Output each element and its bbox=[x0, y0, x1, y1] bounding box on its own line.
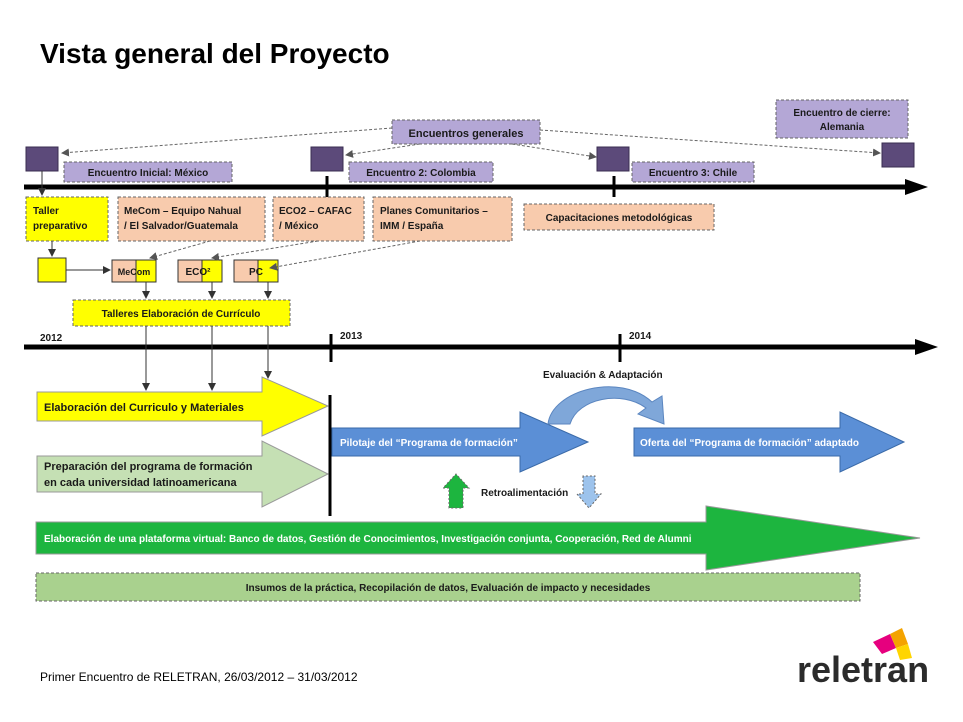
oferta-label: Oferta del “Programa de formación” adapt… bbox=[640, 438, 859, 449]
insumos-label: Insumos de la práctica, Recopilación de … bbox=[246, 583, 651, 594]
small-yellow-box bbox=[37, 257, 67, 283]
pilotaje-label: Pilotaje del “Programa de formación” bbox=[340, 438, 518, 449]
year-2014: 2014 bbox=[629, 331, 652, 342]
page-title: Vista general del Proyecto bbox=[40, 38, 390, 69]
retro-label: Retroalimentación bbox=[481, 488, 568, 499]
meeting-1-label: Encuentro Inicial: México bbox=[88, 168, 209, 179]
closing-meeting-line2: Alemania bbox=[820, 122, 865, 133]
year-2012: 2012 bbox=[40, 333, 63, 344]
connector-general-m1 bbox=[61, 127, 393, 157]
preparacion-line1: Preparación del programa de formación bbox=[44, 461, 253, 473]
planes-box bbox=[372, 196, 513, 242]
plataforma-arrow bbox=[35, 505, 921, 571]
plataforma-label: Elaboración de una plataforma virtual: B… bbox=[44, 534, 692, 545]
talleres-label: Talleres Elaboración de Currículo bbox=[102, 309, 261, 320]
capacitaciones-label: Capacitaciones metodológicas bbox=[546, 213, 693, 224]
mecom-line2: / El Salvador/Guatemala bbox=[124, 221, 238, 232]
eco2-box bbox=[272, 196, 365, 242]
logo-pink-shape bbox=[873, 634, 896, 654]
meeting-2-label: Encuentro 2: Colombia bbox=[366, 168, 476, 179]
planes-line1: Planes Comunitarios – bbox=[380, 206, 488, 217]
eco2-line1: ECO2 – CAFAC bbox=[279, 206, 352, 217]
encuentros-generales-box bbox=[391, 119, 541, 145]
taller-line1: Taller bbox=[33, 206, 59, 217]
connector-general-m3 bbox=[511, 143, 597, 160]
logo-orange-shape bbox=[890, 628, 908, 648]
taller-preparativo-box bbox=[25, 196, 109, 242]
connector-planes-small bbox=[269, 240, 421, 271]
eco2-line2: / México bbox=[279, 221, 318, 232]
mecom-line1: MeCom – Equipo Nahual bbox=[124, 206, 241, 217]
meeting-2-box bbox=[348, 161, 494, 183]
reletran-logo: reletran bbox=[797, 628, 929, 690]
evaluacion-label: Evaluación & Adaptación bbox=[543, 370, 663, 381]
year-2013: 2013 bbox=[340, 331, 363, 342]
elaboracion-label: Elaboración del Curriculo y Materiales bbox=[44, 402, 244, 414]
elaboracion-arrow bbox=[36, 376, 330, 437]
planes-line2: IMM / España bbox=[380, 221, 444, 232]
insumos-box bbox=[35, 572, 861, 602]
evaluacion-curved-arrow bbox=[547, 386, 665, 425]
preparacion-line2: en cada universidad latinoamericana bbox=[44, 477, 237, 489]
logo-text: reletran bbox=[797, 649, 929, 690]
connector-general-m2 bbox=[345, 143, 421, 158]
meeting-square-3 bbox=[596, 146, 630, 172]
pilotaje-arrow bbox=[331, 411, 590, 473]
meeting-square-1 bbox=[25, 146, 59, 172]
closing-meeting-box bbox=[775, 99, 909, 139]
connector-general-closing bbox=[539, 129, 881, 157]
retro-up-arrow bbox=[441, 473, 471, 509]
encuentros-generales-label: Encuentros generales bbox=[409, 128, 524, 140]
meeting-3-box bbox=[631, 161, 755, 183]
meeting-1-box bbox=[63, 161, 233, 183]
connector-eco-small bbox=[211, 240, 319, 261]
mecom-box bbox=[117, 196, 266, 242]
pc-small-label: PC bbox=[249, 267, 263, 278]
lower-timeline-arrowhead bbox=[915, 339, 938, 355]
eco-small-label: ECO² bbox=[186, 267, 212, 278]
closing-meeting-line1: Encuentro de cierre: bbox=[793, 108, 890, 119]
capacitaciones-box bbox=[523, 203, 715, 231]
oferta-arrow bbox=[633, 411, 906, 473]
connector-mecom-small bbox=[149, 240, 211, 260]
retro-down-arrow bbox=[575, 475, 603, 509]
meeting-square-closing bbox=[881, 142, 915, 168]
talleres-box bbox=[72, 299, 291, 327]
footer-text: Primer Encuentro de RELETRAN, 26/03/2012… bbox=[40, 670, 358, 684]
taller-line2: preparativo bbox=[33, 221, 87, 232]
upper-timeline-arrowhead bbox=[905, 179, 928, 195]
preparacion-arrow bbox=[36, 440, 330, 508]
meeting-square-2 bbox=[310, 146, 344, 172]
mecom-small-label: MeCom bbox=[118, 267, 151, 277]
meeting-3-label: Encuentro 3: Chile bbox=[649, 168, 738, 179]
logo-yellow-shape bbox=[896, 644, 912, 660]
